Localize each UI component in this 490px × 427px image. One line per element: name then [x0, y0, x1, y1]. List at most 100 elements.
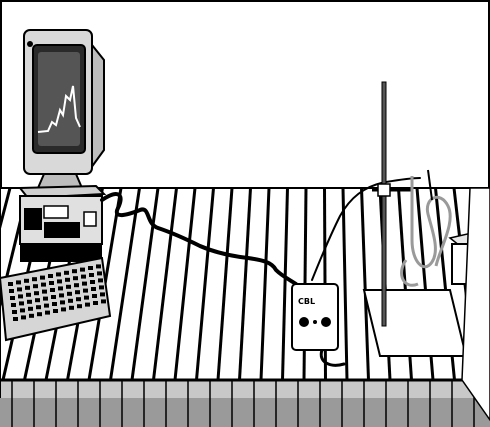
bench-plank-line [360, 187, 370, 381]
monitor-power-light [27, 41, 33, 47]
keyboard-key [36, 305, 41, 310]
keyboard-key [50, 288, 55, 292]
keyboard-key [83, 288, 88, 293]
keyboard-key [69, 305, 74, 310]
keyboard-key [34, 291, 39, 296]
keyboard-key [80, 267, 85, 272]
keyboard-key [64, 270, 69, 275]
keyboard-key [59, 293, 64, 298]
monitor-screen-glow [38, 52, 80, 146]
keyboard-key [85, 302, 90, 307]
bench-front-shadow [0, 398, 490, 427]
bench-plank-line [130, 187, 160, 381]
keyboard-key [90, 280, 95, 284]
keyboard-key [101, 299, 106, 304]
keyboard-key [88, 266, 93, 270]
keyboard-key [73, 276, 78, 281]
keyboard-key [57, 279, 62, 284]
keyboard-key [18, 294, 23, 299]
interface-port-right [321, 317, 331, 327]
keyboard-key [13, 317, 18, 321]
keyboard-key [25, 285, 30, 290]
interface-label: CBL [298, 297, 315, 306]
computer-base-shadow [20, 244, 102, 262]
keyboard-key [48, 274, 53, 278]
keyboard-key [66, 284, 71, 289]
keyboard-key [12, 310, 17, 314]
bench-plank-line [195, 187, 215, 381]
bench-plank-line [216, 187, 234, 381]
keyboard-key [26, 292, 31, 297]
keyboard-key [82, 281, 87, 286]
keyboard-key [65, 277, 70, 282]
cables [100, 177, 421, 367]
keyboard-key [72, 269, 77, 274]
keyboard-key [33, 284, 38, 289]
ring-stand [362, 81, 468, 357]
keyboard-key [19, 301, 24, 306]
keyboard-key [11, 303, 16, 307]
interface-body [291, 283, 339, 351]
bench-plank-line [238, 187, 252, 381]
keyboard-key [41, 282, 46, 287]
computer-base-unit [17, 184, 107, 262]
keyboard-key [42, 289, 47, 294]
interface-indicator [313, 320, 317, 324]
bench-front-slats [11, 380, 475, 427]
keyboard-key [10, 296, 15, 300]
keyboard-key [91, 287, 96, 291]
bench-plank-line [109, 187, 141, 381]
glass-tubing [400, 169, 452, 287]
keyboard [0, 256, 112, 342]
keyboard-key [49, 281, 54, 285]
keyboard-key [37, 312, 42, 317]
tubing-coil [410, 176, 452, 269]
keyboard-key [58, 286, 63, 291]
keyboard-key [52, 302, 57, 306]
keyboard-key [28, 306, 33, 311]
keyboard-key [56, 272, 61, 277]
stand-rod [381, 81, 387, 327]
disk-drive-slot [24, 208, 42, 230]
keyboard-key [61, 307, 66, 312]
keyboard-key [44, 303, 49, 308]
keyboard-key [40, 275, 45, 280]
cbl-interface: CBL [291, 283, 339, 351]
keyboard-key [67, 291, 72, 296]
keyboard-key [89, 273, 94, 277]
keyboard-keys [8, 264, 106, 321]
keyboard-key [75, 290, 80, 295]
computer-to-interface-cable [100, 192, 298, 286]
keyboard-key [76, 297, 81, 302]
keyboard-key [29, 313, 34, 318]
bench-plank-line [259, 187, 271, 381]
keyboard-key [74, 283, 79, 288]
bench-plank-line [341, 187, 349, 381]
front-panel-lower [44, 222, 80, 238]
computer-monitor [23, 29, 105, 189]
interface-lower-cable [319, 348, 346, 367]
keyboard-key [84, 295, 89, 300]
temperature-probe [427, 169, 433, 201]
keyboard-key [68, 298, 73, 303]
keyboard-key [81, 274, 86, 279]
keyboard-key [99, 285, 104, 290]
keyboard-key [93, 301, 98, 305]
front-panel-light [83, 211, 97, 227]
bench-plank-line [173, 187, 197, 381]
stand-clamp [377, 183, 391, 197]
bench-plank-line [152, 187, 178, 381]
bench-plank-line [0, 187, 12, 233]
keyboard-key [98, 278, 103, 283]
keyboard-key [100, 292, 105, 297]
keyboard-key [60, 300, 65, 305]
keyboard-key [16, 280, 21, 285]
keyboard-key [27, 299, 32, 304]
interface-to-probe-cable [311, 177, 421, 281]
keyboard-key [96, 264, 101, 269]
keyboard-key [24, 278, 29, 283]
disk-drive-panel [43, 205, 69, 219]
keyboard-key [9, 289, 14, 293]
keyboard-key [32, 277, 37, 282]
